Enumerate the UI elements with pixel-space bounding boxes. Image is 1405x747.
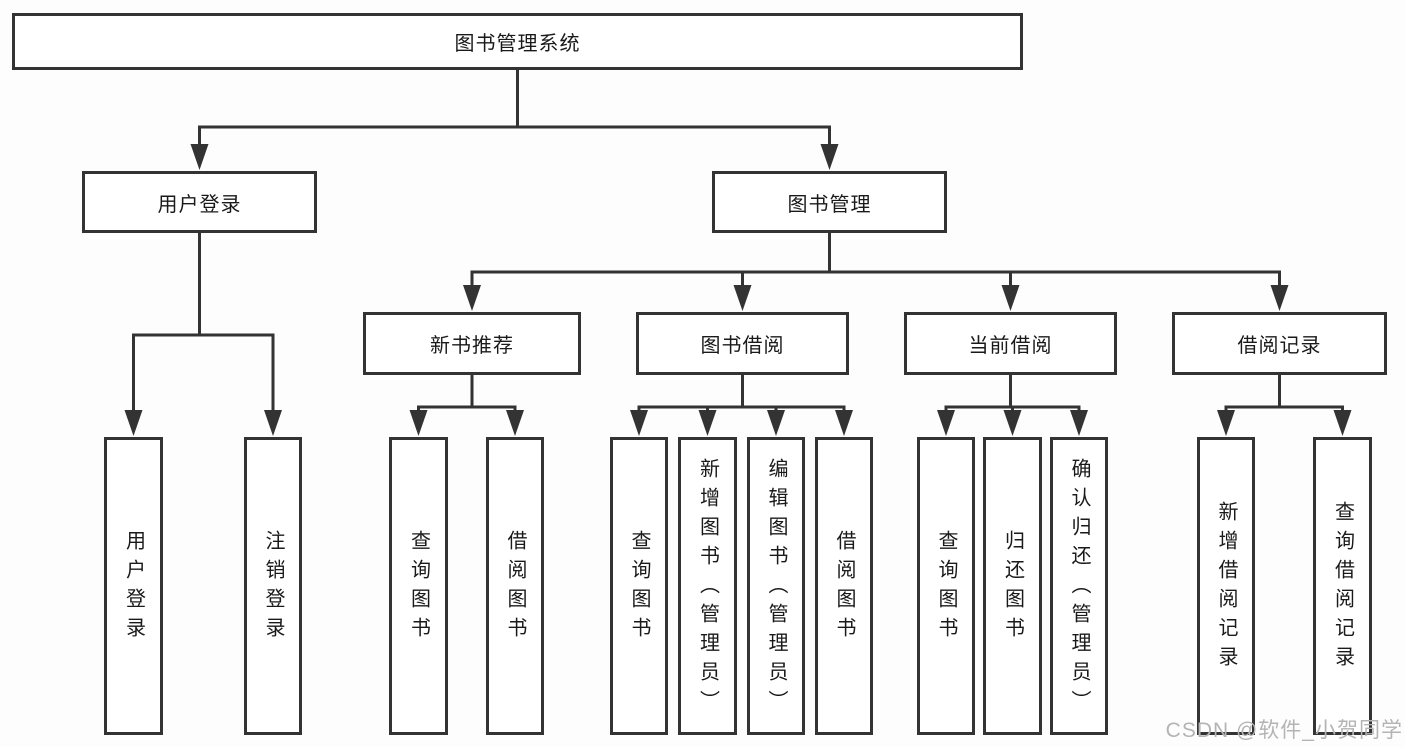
leaf-user-login: 用户登录 (104, 437, 163, 735)
node-borrow-record: 借阅记录 (1172, 312, 1387, 375)
leaf-borrow-book: 借阅图书 (815, 437, 873, 735)
leaf-query-book-current: 查询图书 (917, 437, 975, 735)
leaf-query-book-recommend: 查询图书 (389, 437, 448, 735)
leaf-query-book-borrow: 查询图书 (610, 437, 668, 735)
leaf-confirm-return-admin: 确认归还（管理员） (1050, 437, 1108, 735)
node-book-borrow: 图书借阅 (636, 312, 849, 375)
node-root-system: 图书管理系统 (12, 13, 1023, 70)
leaf-add-book-admin: 新增图书（管理员） (678, 437, 737, 735)
csdn-watermark: CSDN @软件_小贺同学 (1165, 719, 1403, 742)
leaf-borrow-book-recommend: 借阅图书 (486, 437, 544, 735)
leaf-logout: 注销登录 (244, 437, 302, 735)
node-book-management: 图书管理 (712, 171, 947, 233)
node-current-borrow: 当前借阅 (904, 312, 1117, 375)
node-user-login: 用户登录 (82, 171, 317, 233)
leaf-query-borrow-record: 查询借阅记录 (1313, 437, 1372, 735)
leaf-edit-book-admin: 编辑图书（管理员） (747, 437, 805, 735)
leaf-add-borrow-record: 新增借阅记录 (1197, 437, 1255, 735)
leaf-return-book: 归还图书 (983, 437, 1042, 735)
node-new-book-recommend: 新书推荐 (363, 312, 581, 375)
